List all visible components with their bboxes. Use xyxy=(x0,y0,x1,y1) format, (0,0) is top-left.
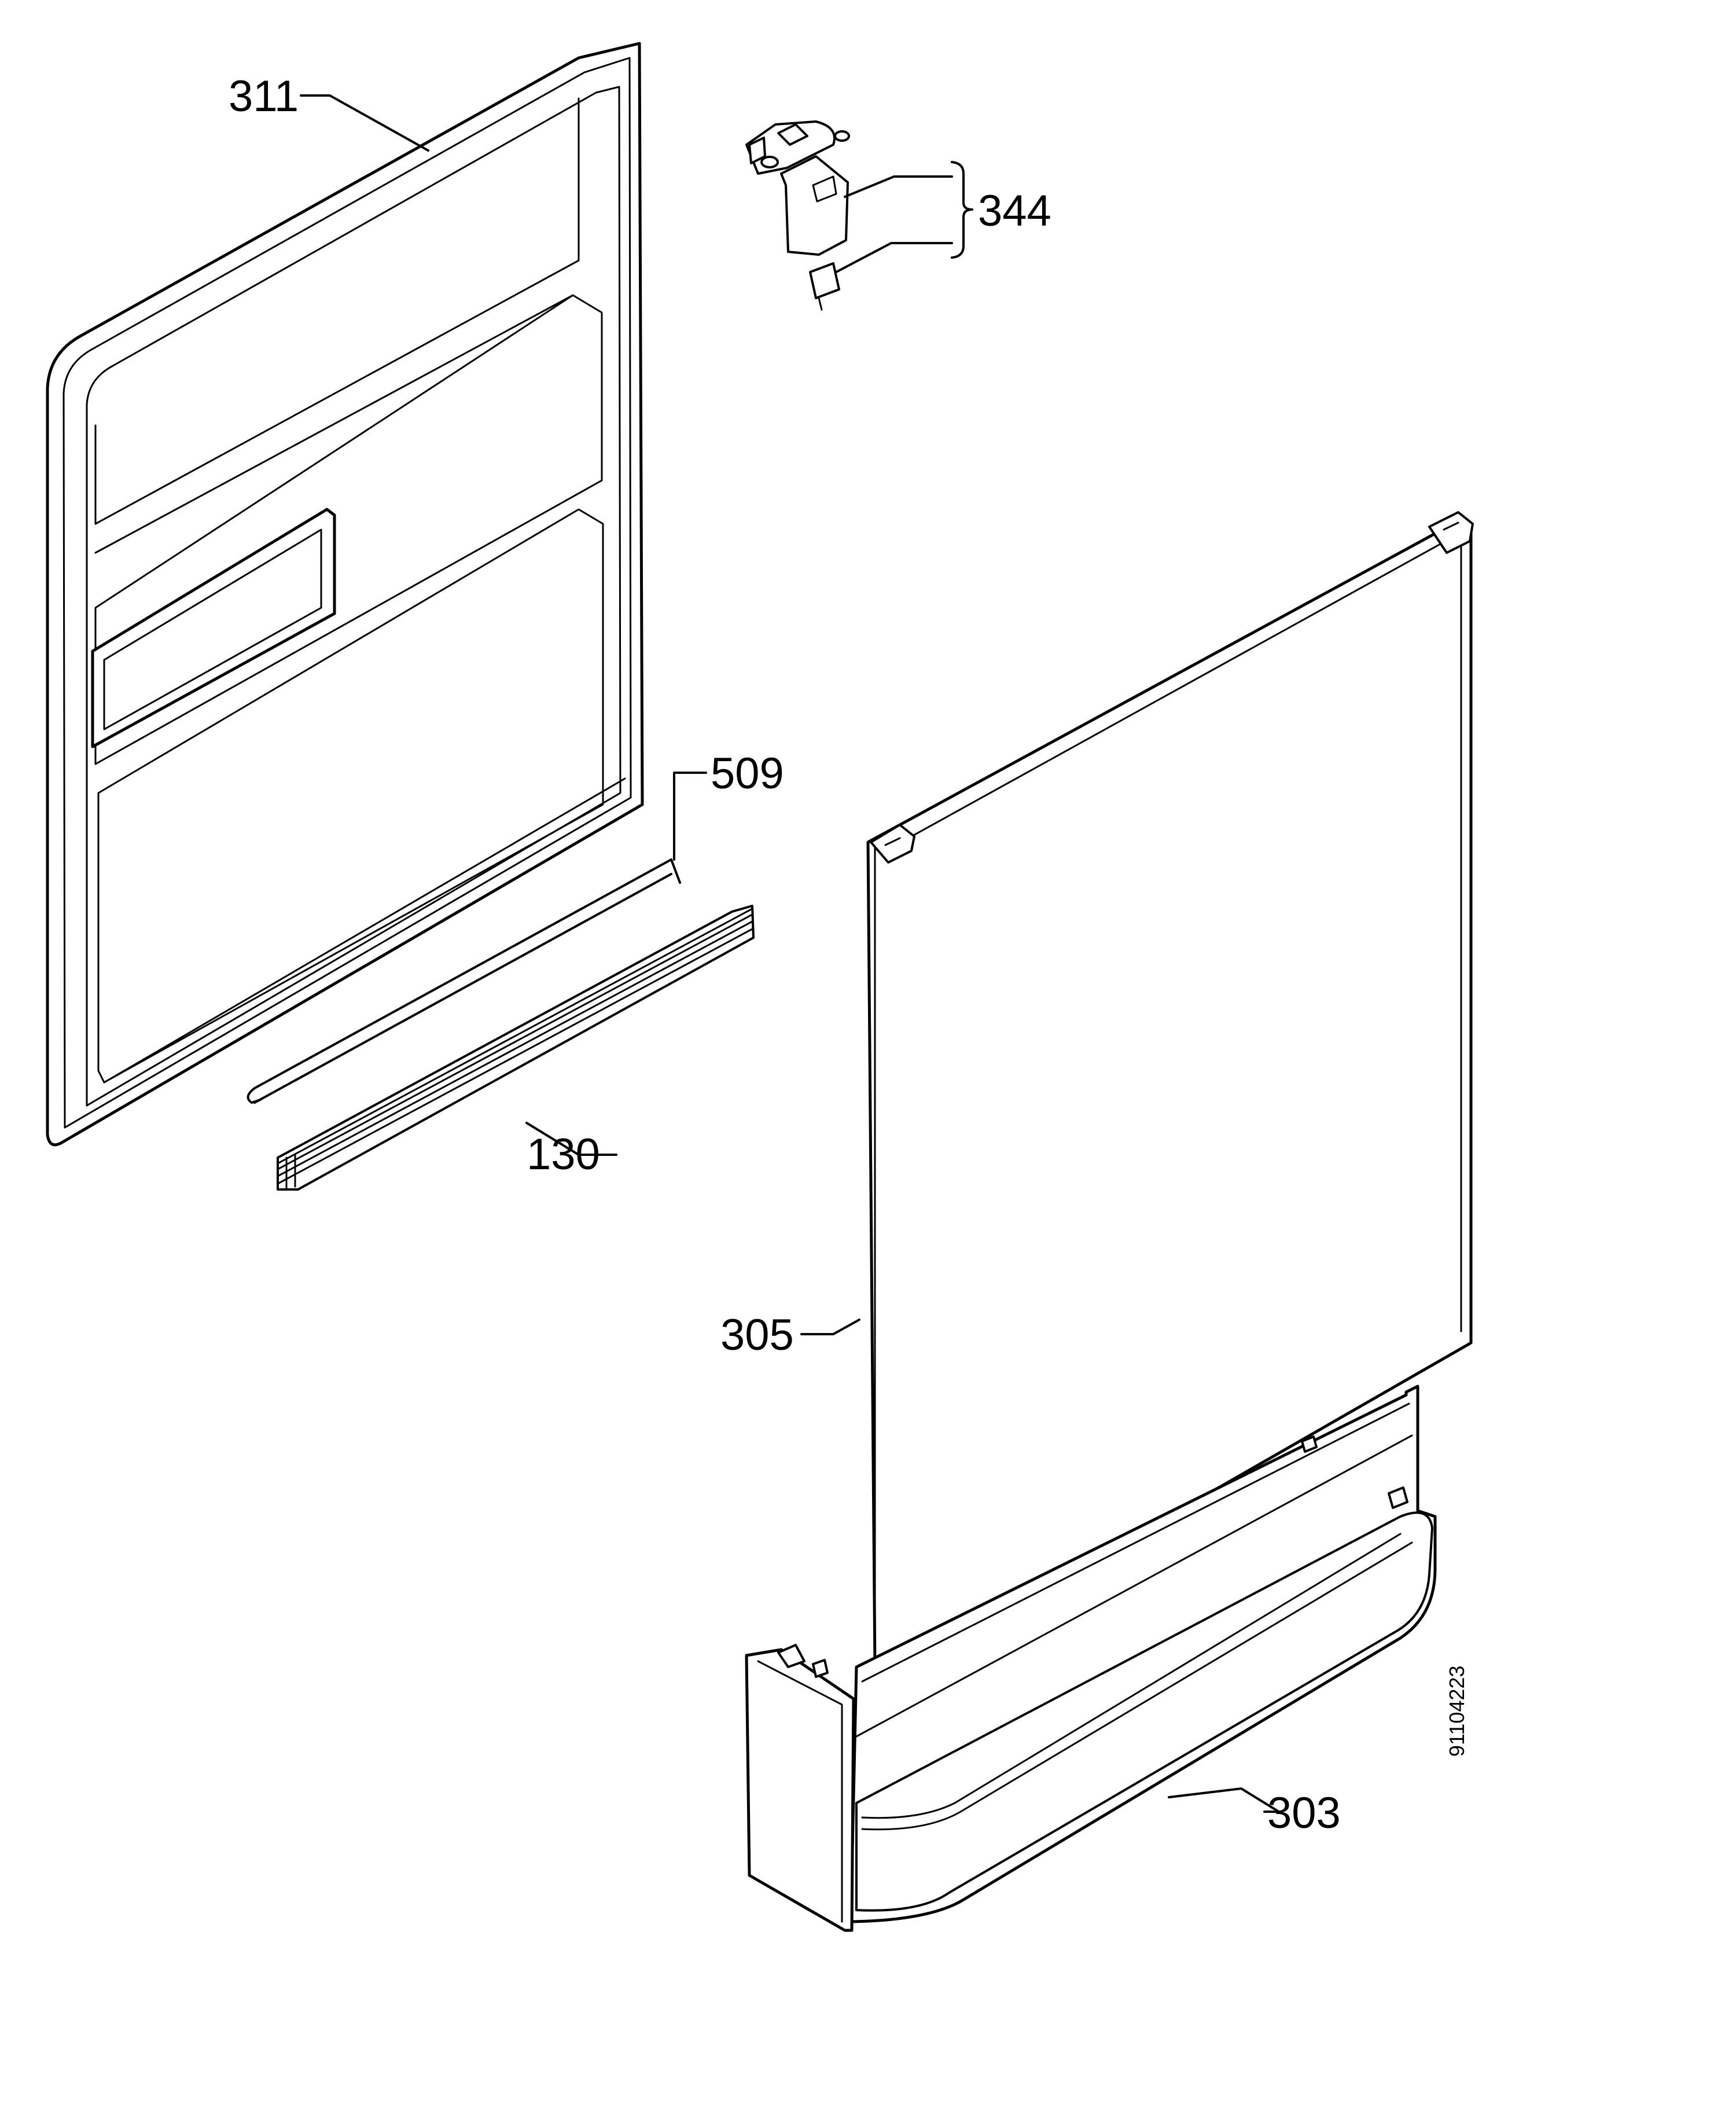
leader-lines xyxy=(300,94,1280,1813)
label-344: 344 xyxy=(978,186,1051,236)
leader-305 xyxy=(800,1319,860,1335)
plinth-base xyxy=(745,1385,1437,1932)
leader-344-top xyxy=(844,175,953,198)
hinge-rod xyxy=(247,858,681,1104)
inner-door-panel xyxy=(46,42,644,1147)
label-303: 303 xyxy=(1267,1789,1341,1838)
leader-303 xyxy=(1168,1787,1280,1813)
bracket-344 xyxy=(951,161,973,259)
label-311: 311 xyxy=(229,72,299,121)
label-305: 305 xyxy=(720,1310,794,1360)
leader-344-bottom xyxy=(835,242,953,273)
door-lock-assembly xyxy=(745,120,850,311)
leader-509 xyxy=(673,772,707,861)
drawing-number: 91104223 xyxy=(1445,1666,1469,1757)
label-130: 130 xyxy=(527,1130,600,1179)
leader-311 xyxy=(300,94,429,152)
leader-130 xyxy=(525,1122,617,1156)
door-seal-strip xyxy=(277,905,755,1191)
label-509: 509 xyxy=(711,749,784,798)
part-labels: 311 344 509 130 305 303 91104223 xyxy=(229,72,1469,1838)
